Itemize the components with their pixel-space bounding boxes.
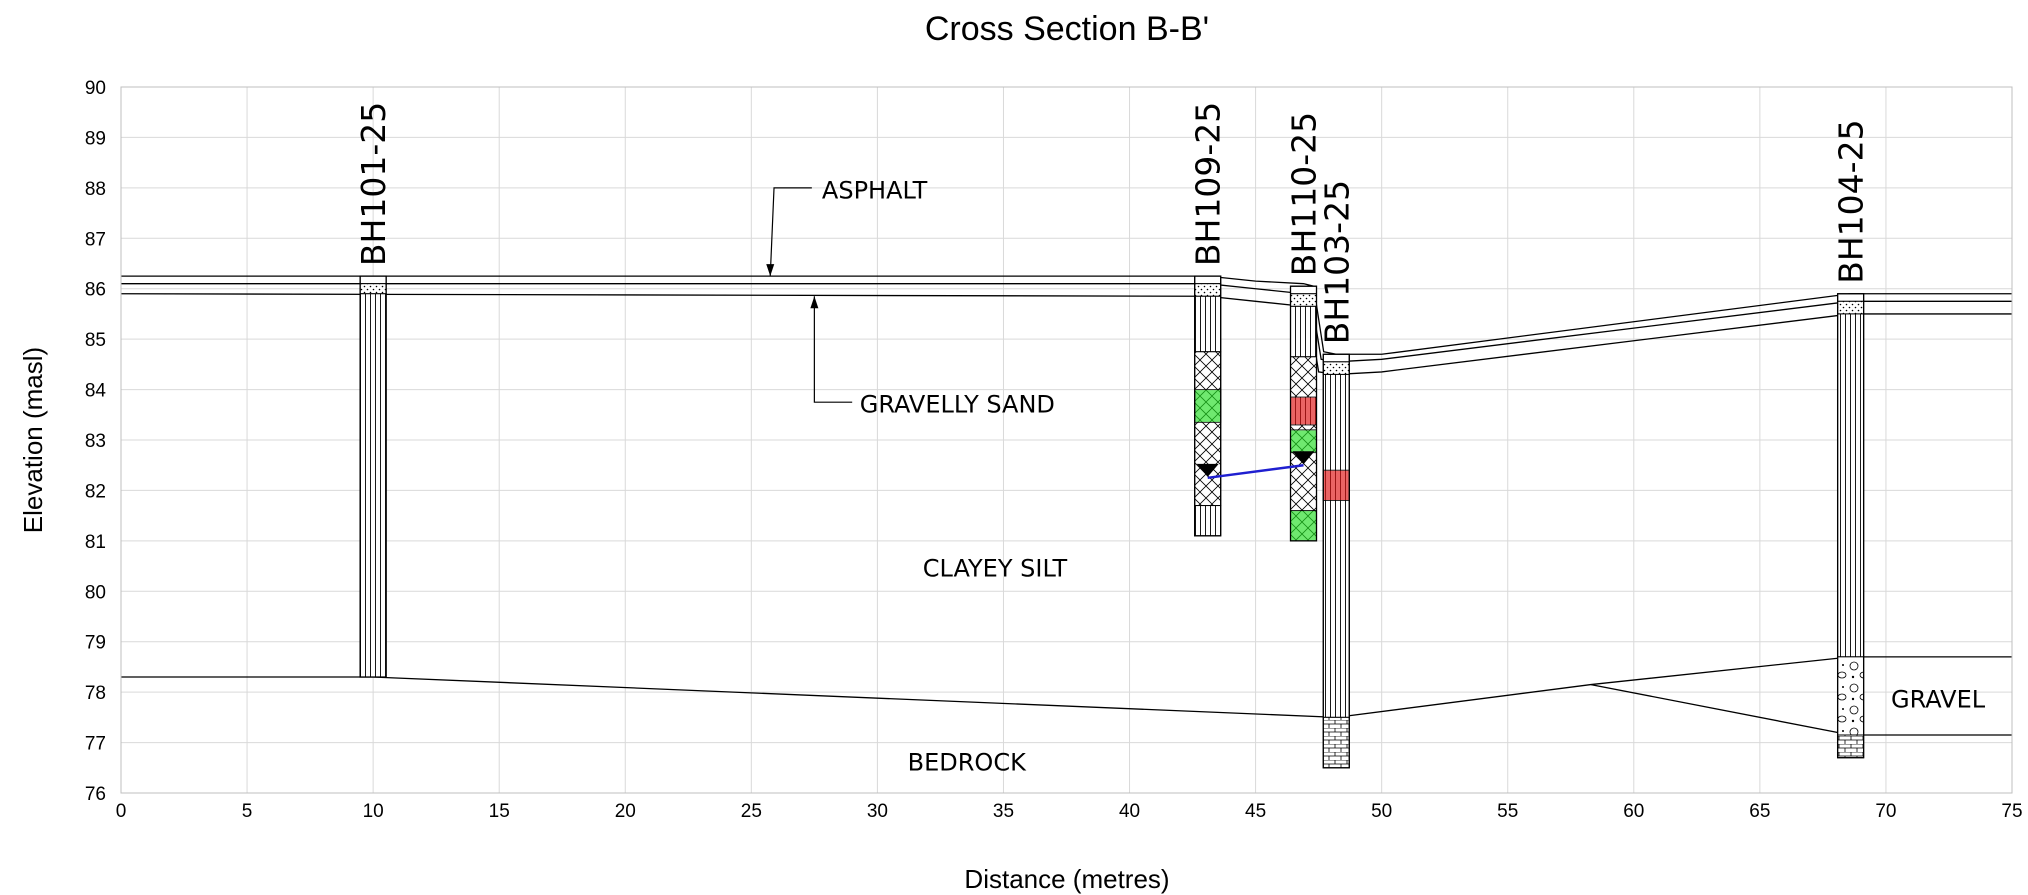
borehole-bh109-25: BH109-25 <box>1189 102 1228 537</box>
borehole-layer-asphalt <box>1194 275 1222 285</box>
borehole-label: BH101-25 <box>354 102 393 266</box>
sample-hatch <box>1194 389 1221 423</box>
borehole-layer-asphalt <box>359 275 387 285</box>
borehole-layer-clayey-silt <box>1290 305 1318 358</box>
borehole-label: BH104-25 <box>1832 119 1871 283</box>
borehole-layer-gravelly-sand <box>1322 361 1350 375</box>
borehole-outline <box>1836 293 1865 759</box>
y-axis-title: Elevation (masl) <box>18 347 48 533</box>
y-tick-label: 78 <box>85 683 106 704</box>
borehole-layer-clayey-silt-crosshatch <box>1194 351 1222 507</box>
borehole-outline <box>359 275 387 678</box>
strata-lines <box>120 275 2012 736</box>
x-tick-label: 50 <box>1371 801 1392 822</box>
stratum-line-gravelly-sand-bottom <box>120 293 2012 376</box>
x-tick-label: 35 <box>993 801 1014 822</box>
borehole-layer-clayey-silt <box>1194 505 1222 537</box>
borehole-layer-gravelly-sand <box>1194 283 1222 297</box>
unit-label-asphalt: ASPHALT <box>822 176 928 204</box>
x-axis-title: Distance (metres) <box>964 864 1169 894</box>
borehole-outline <box>1322 353 1350 769</box>
y-tick-label: 89 <box>85 128 106 149</box>
borehole-layer-gravel <box>1837 656 1865 736</box>
y-tick-label: 80 <box>85 582 106 603</box>
unit-label-gravelly-sand: GRAVELLY SAND <box>860 391 1055 419</box>
sample-hatch <box>1323 470 1350 501</box>
x-tick-label: 0 <box>116 801 127 822</box>
y-tick-label: 76 <box>85 784 106 805</box>
borehole-label: BH103-25 <box>1317 180 1356 344</box>
borehole-bh104-25: BH104-25 <box>1832 119 1871 759</box>
y-tick-label: 87 <box>85 229 106 250</box>
x-tick-label: 55 <box>1497 801 1518 822</box>
x-tick-label: 25 <box>741 801 762 822</box>
sample-hatch <box>1290 429 1317 453</box>
borehole-bh110-25: BH110-25 <box>1285 112 1324 542</box>
unit-label-bedrock: BEDROCK <box>908 749 1027 777</box>
stratum-line-bedrock-top <box>121 656 2012 719</box>
x-tick-label: 65 <box>1749 801 1770 822</box>
x-tick-label: 30 <box>867 801 888 822</box>
x-tick-label: 75 <box>2001 801 2022 822</box>
x-tick-label: 70 <box>1875 801 1896 822</box>
y-tick-label: 79 <box>85 633 106 654</box>
sample-hatch <box>1290 397 1317 425</box>
x-tick-label: 15 <box>489 801 510 822</box>
borehole-layer-asphalt <box>1322 353 1350 363</box>
unit-label-clayey-silt: CLAYEY SILT <box>923 555 1068 583</box>
sample-hatch <box>1290 510 1317 541</box>
y-tick-label: 77 <box>85 734 106 755</box>
chart-title: Cross Section B-B' <box>925 10 1209 48</box>
leader-line <box>813 296 853 403</box>
borehole-label: BH110-25 <box>1285 112 1324 276</box>
leader-arrowhead <box>766 264 775 277</box>
y-tick-label: 85 <box>85 330 106 351</box>
unit-labels: ASPHALT GRAVELLY SAND CLAYEY SILT BEDROCK GR… <box>766 176 1986 777</box>
stratum-line-asphalt-top <box>121 275 2012 355</box>
y-tick-label: 88 <box>85 179 106 200</box>
x-tick-label: 40 <box>1119 801 1140 822</box>
unit-label-gravel: GRAVEL <box>1891 686 1986 714</box>
borehole-outline <box>1289 285 1318 542</box>
water-level-icon <box>1196 463 1219 477</box>
borehole-layer-asphalt <box>1837 293 1865 302</box>
y-tick-label: 83 <box>85 431 106 452</box>
borehole-layer-clayey-silt <box>1837 313 1865 658</box>
y-tick-label: 84 <box>85 381 107 402</box>
borehole-layer-bedrock <box>1322 716 1350 769</box>
leader-line <box>769 187 812 277</box>
borehole-layer-clayey-silt <box>1194 295 1222 353</box>
borehole-layer-gravelly-sand <box>1837 300 1865 315</box>
leader-arrowhead <box>810 296 819 309</box>
x-tick-labels: 0 5 10 15 20 25 30 35 40 45 50 55 60 65 70 75 <box>116 801 2023 822</box>
x-tick-label: 20 <box>615 801 636 822</box>
plot-frame <box>120 86 2013 794</box>
x-tick-label: 5 <box>242 801 253 822</box>
borehole-layer-clayey-silt <box>359 293 387 678</box>
borehole-bh103-25: BH103-25 <box>1317 180 1356 769</box>
borehole-layer-bedrock <box>1837 734 1865 759</box>
borehole-bh101-25: BH101-25 <box>354 102 393 678</box>
water-table <box>1207 463 1304 480</box>
borehole-outline <box>1194 275 1222 537</box>
y-tick-label: 86 <box>85 280 106 301</box>
y-tick-label: 90 <box>85 78 106 99</box>
grid-lines <box>120 86 2013 794</box>
y-tick-labels: 76 77 78 79 80 81 82 83 84 85 86 87 88 89 90 <box>85 78 107 805</box>
borehole-layer-gravelly-sand <box>359 283 387 295</box>
y-tick-label: 81 <box>85 532 106 553</box>
borehole-label: BH109-25 <box>1189 102 1228 266</box>
x-tick-label: 10 <box>363 801 384 822</box>
x-tick-label: 60 <box>1623 801 1644 822</box>
borehole-layer-gravelly-sand <box>1290 293 1318 307</box>
borehole-layer-asphalt <box>1290 285 1318 295</box>
water-level-icon <box>1292 451 1315 465</box>
borehole-layer-clayey-silt <box>1322 373 1350 718</box>
water-table-line <box>1207 463 1304 480</box>
y-tick-label: 82 <box>85 481 106 502</box>
x-tick-label: 45 <box>1245 801 1266 822</box>
